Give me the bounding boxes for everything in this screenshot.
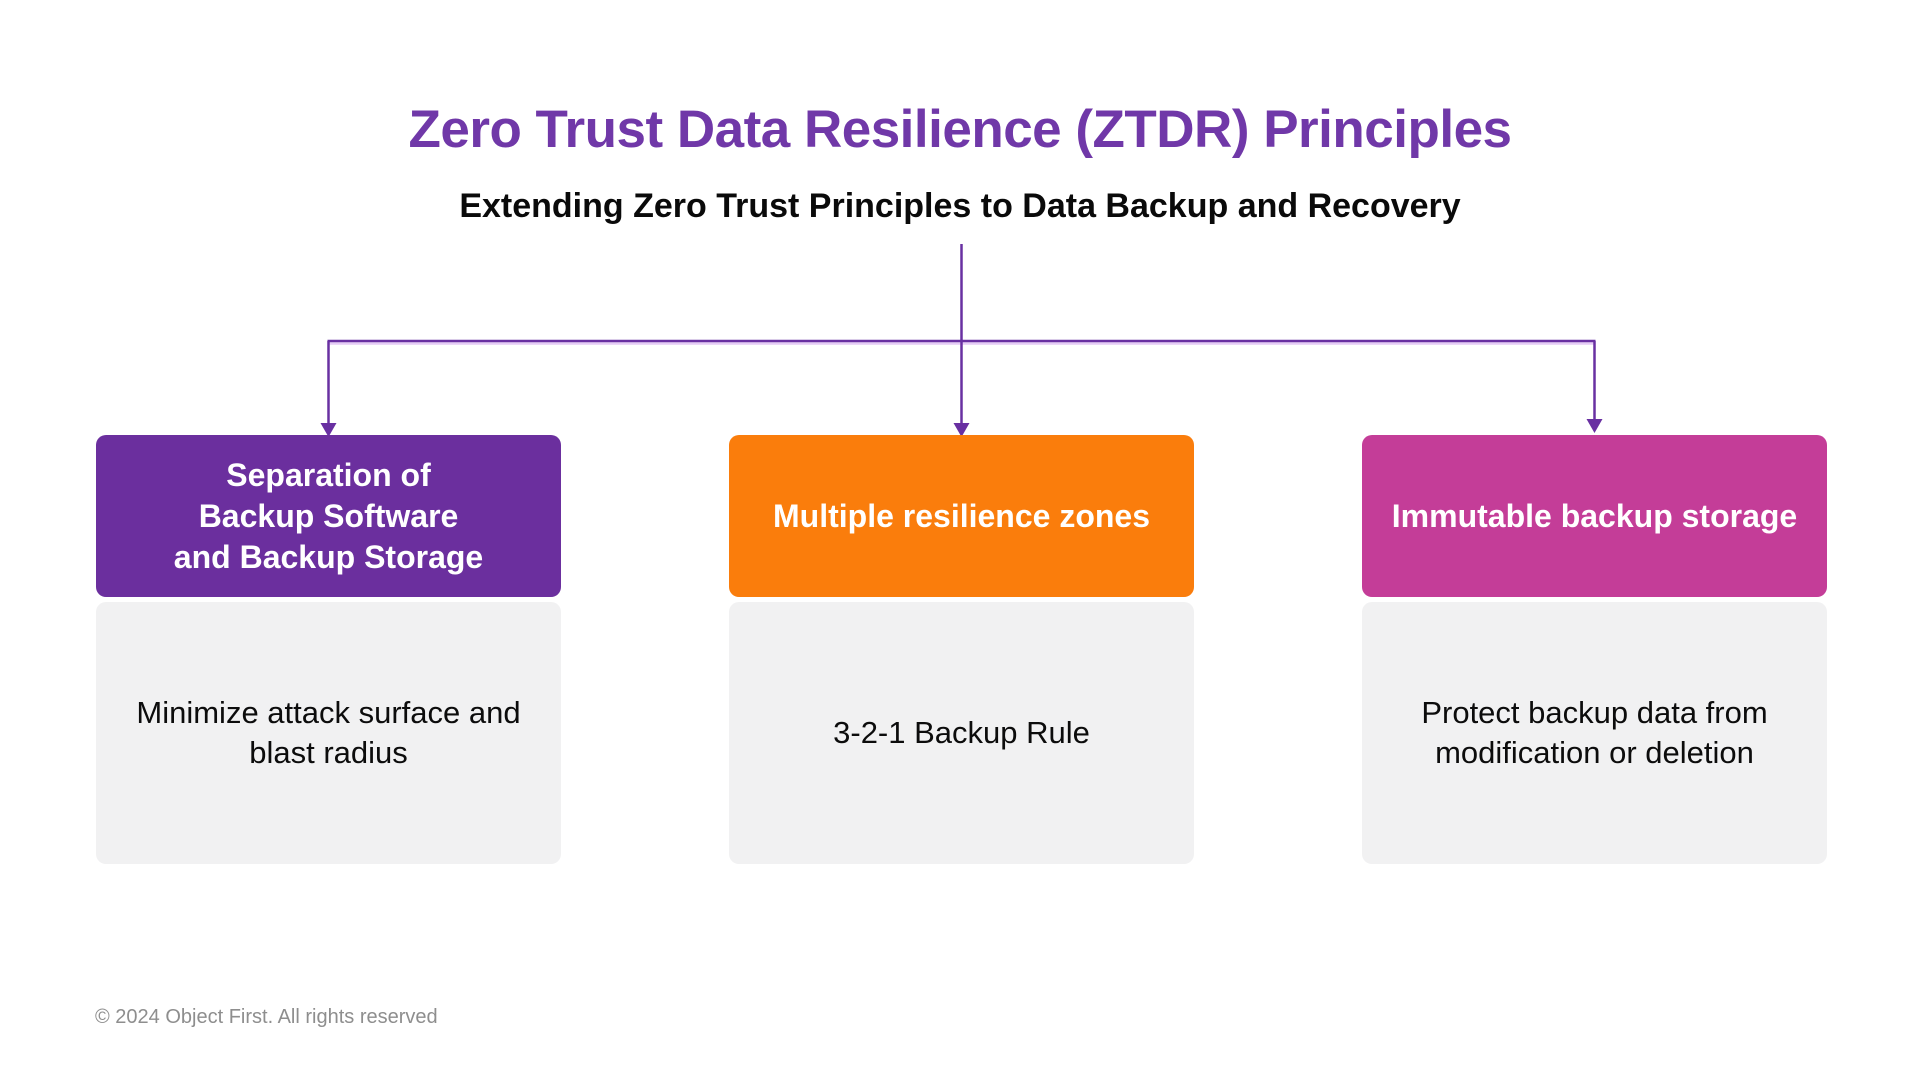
card-header-resilience-zones: Multiple resilience zones — [729, 435, 1194, 597]
arrowhead-right-icon — [1586, 419, 1603, 433]
card-separation: Separation of Backup Software and Backup… — [96, 435, 561, 864]
principles-row: Separation of Backup Software and Backup… — [96, 435, 1827, 864]
card-body-immutable-storage: Protect backup data from modification or… — [1362, 602, 1827, 864]
card-header-separation: Separation of Backup Software and Backup… — [96, 435, 561, 597]
card-body-resilience-zones: 3-2-1 Backup Rule — [729, 602, 1194, 864]
page-title: Zero Trust Data Resilience (ZTDR) Princi… — [408, 100, 1512, 159]
card-resilience-zones: Multiple resilience zones 3-2-1 Backup R… — [729, 435, 1194, 864]
page-subtitle: Extending Zero Trust Principles to Data … — [459, 187, 1461, 225]
copyright-footer: © 2024 Object First. All rights reserved — [95, 1006, 438, 1028]
card-header-immutable-storage: Immutable backup storage — [1362, 435, 1827, 597]
card-immutable-storage: Immutable backup storage Protect backup … — [1362, 435, 1827, 864]
card-body-separation: Minimize attack surface and blast radius — [96, 602, 561, 864]
